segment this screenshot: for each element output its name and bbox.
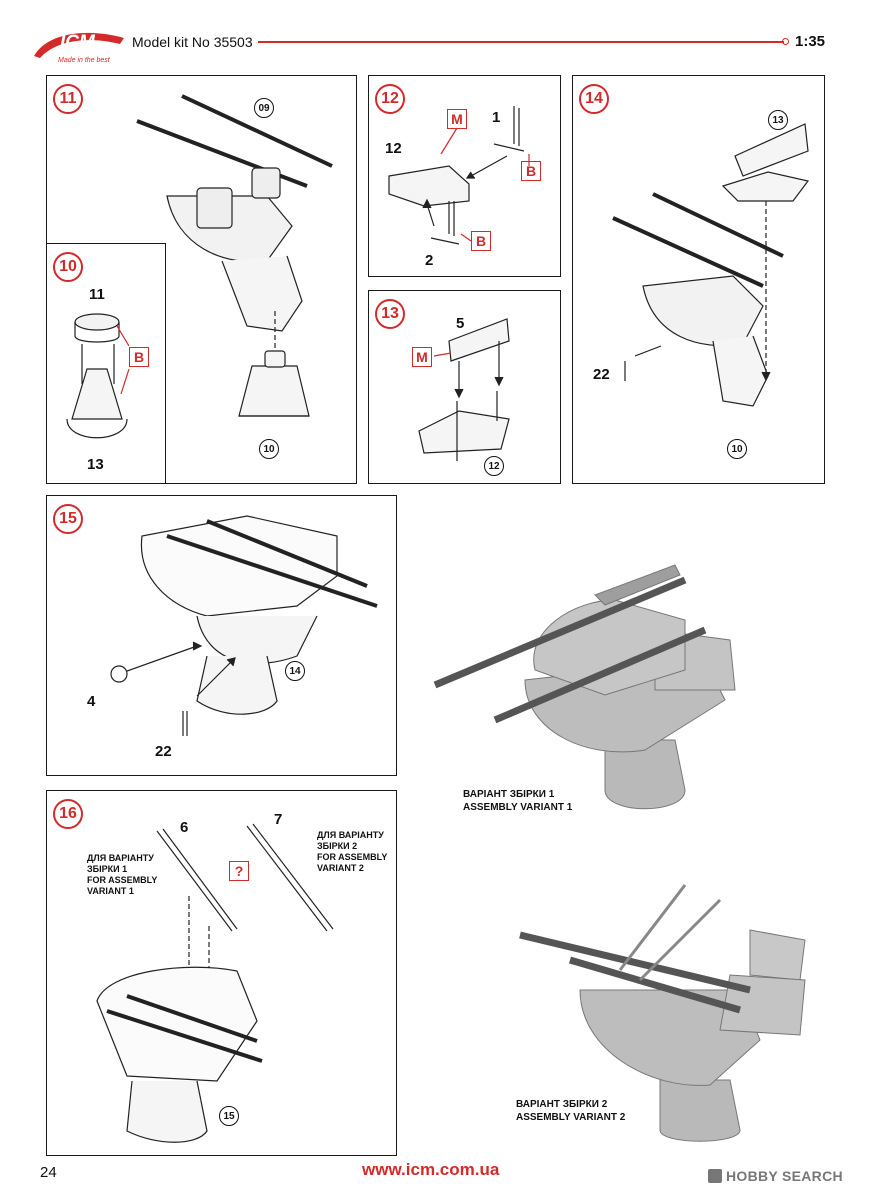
variant-2-label: ВАРІАНТ ЗБІРКИ 2 ASSEMBLY VARIANT 2 bbox=[516, 1098, 625, 1124]
variant-1-label: ВАРІАНТ ЗБІРКИ 1 ASSEMBLY VARIANT 1 bbox=[463, 788, 572, 814]
step-panel-13: 13 5 M 12 bbox=[368, 290, 561, 484]
watermark-icon bbox=[708, 1169, 722, 1183]
part-number-22: 22 bbox=[593, 366, 610, 383]
variant-1-en: ASSEMBLY VARIANT 1 bbox=[463, 802, 573, 813]
ref-circle: 14 bbox=[285, 661, 305, 681]
marker-b-2: B bbox=[471, 231, 491, 251]
ref-circle-top: 13 bbox=[768, 110, 788, 130]
part-number-22: 22 bbox=[155, 743, 172, 760]
step-number: 14 bbox=[579, 84, 609, 114]
part-number-5: 5 bbox=[456, 315, 465, 332]
watermark-text: HOBBY SEARCH bbox=[726, 1168, 843, 1184]
footer-url[interactable]: www.icm.com.ua bbox=[362, 1160, 500, 1179]
ref-circle: 12 bbox=[484, 456, 504, 476]
scale-label: 1:35 bbox=[795, 33, 826, 50]
step-panel-14: 14 13 22 10 bbox=[572, 75, 825, 484]
variant-2-ua: ВАРІАНТ ЗБІРКИ 2 bbox=[516, 1099, 608, 1110]
seat-drawing bbox=[388, 106, 530, 245]
page-number: 24 bbox=[40, 1164, 57, 1181]
step-number: 12 bbox=[375, 84, 405, 114]
turret-drawing bbox=[136, 94, 333, 417]
turret-assembly-drawing bbox=[110, 515, 378, 736]
step-number: 16 bbox=[53, 799, 83, 829]
step-panel-16: 16 6 7 ДЛЯ ВАРІАНТУ ЗБІРКИ 1 FOR ASSEMBL… bbox=[46, 790, 397, 1156]
marker-m: M bbox=[412, 347, 432, 367]
part-number-6: 6 bbox=[180, 819, 189, 836]
header-rule bbox=[258, 41, 784, 43]
backrest-drawing bbox=[418, 318, 510, 461]
variant-1-ua: ВАРІАНТ ЗБІРКИ 1 bbox=[463, 789, 555, 800]
step-panel-15: 15 14 4 22 bbox=[46, 495, 397, 776]
part-number-4: 4 bbox=[87, 693, 96, 710]
marker-b-1: B bbox=[521, 161, 541, 181]
part-number-12: 12 bbox=[385, 140, 402, 157]
note-variant-2: ДЛЯ ВАРІАНТУ ЗБІРКИ 2 FOR ASSEMBLY VARIA… bbox=[317, 830, 388, 873]
marker-question: ? bbox=[229, 861, 249, 881]
step-number: 15 bbox=[53, 504, 83, 534]
step-number: 13 bbox=[375, 299, 405, 329]
step-panel-10: 10 11 13 B bbox=[46, 243, 166, 484]
bracket-drawing bbox=[96, 823, 334, 1143]
ref-circle-bottom: 10 bbox=[259, 439, 279, 459]
ref-circle: 09 bbox=[254, 98, 274, 118]
step-number: 11 bbox=[53, 84, 83, 114]
part-number-bottom: 13 bbox=[87, 456, 104, 473]
part-number-7: 7 bbox=[274, 811, 283, 828]
logo-tagline: Made in the best bbox=[58, 57, 110, 64]
watermark: HOBBY SEARCH bbox=[708, 1168, 843, 1184]
part-number-1: 1 bbox=[492, 109, 501, 126]
assembly-variant-2-render bbox=[519, 884, 806, 1142]
model-kit-number: Model kit No 35503 bbox=[132, 34, 253, 50]
note-variant-1: ДЛЯ ВАРІАНТУ ЗБІРКИ 1 FOR ASSEMBLY VARIA… bbox=[87, 853, 158, 896]
logo-text: ICM bbox=[60, 32, 95, 53]
header-rule-end bbox=[782, 38, 789, 45]
ref-circle-bottom: 10 bbox=[727, 439, 747, 459]
variant-2-en: ASSEMBLY VARIANT 2 bbox=[516, 1112, 626, 1123]
step-panel-12: 12 M 1 12 B B 2 bbox=[368, 75, 561, 277]
part-number-top: 11 bbox=[89, 286, 105, 303]
step-number: 10 bbox=[53, 252, 83, 282]
turret-seat-drawing bbox=[612, 123, 810, 407]
marker-b: B bbox=[129, 347, 149, 367]
ref-circle: 15 bbox=[219, 1106, 239, 1126]
icm-logo: ICM Made in the best bbox=[28, 26, 128, 70]
part-number-2: 2 bbox=[425, 252, 434, 269]
base-drawing bbox=[66, 313, 130, 439]
assembly-variant-1-render bbox=[433, 564, 736, 810]
